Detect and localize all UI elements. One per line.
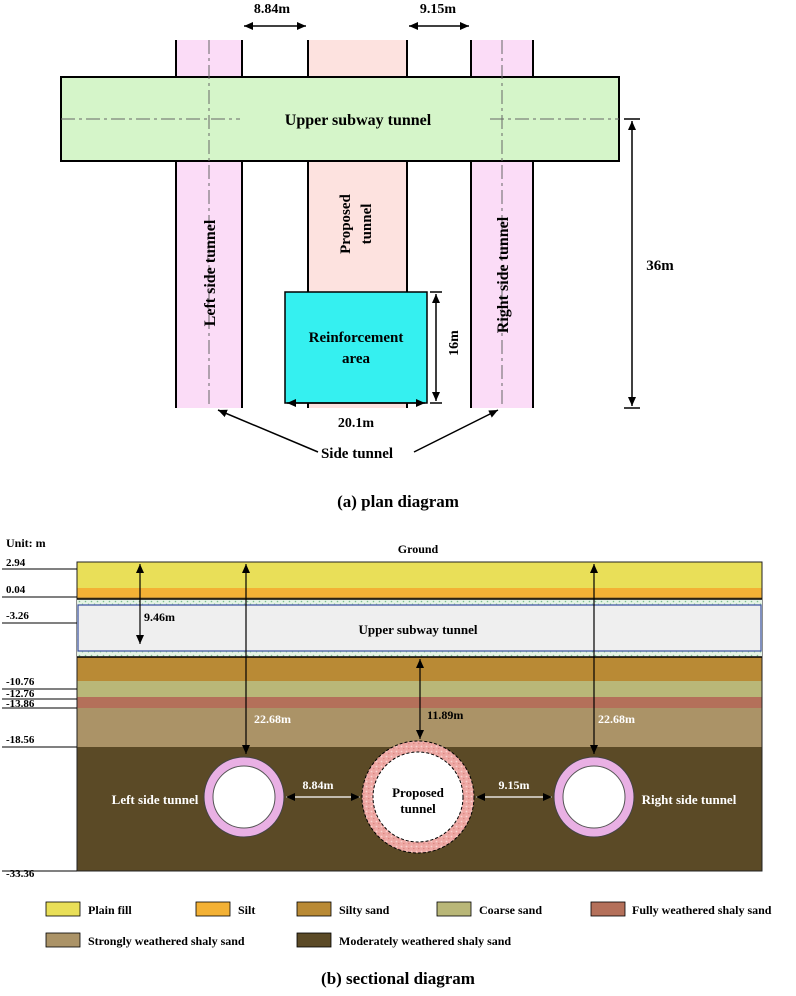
layer-plain-fill [77,562,762,588]
dim-right-gap: 9.15m [499,778,530,792]
legend-label: Strongly weathered shaly sand [88,934,245,948]
section-upper-tunnel-label: Upper subway tunnel [359,622,478,637]
legend: Plain fill Silt Silty sand Coarse sand F… [45,901,772,948]
dim-left-depth: 22.68m [254,712,291,726]
plan-diagram: 8.84m 9.15m Upper subway tunnel Left sid… [60,2,674,511]
section-dimensions [136,564,598,754]
section-proposed-label-1: Proposed [392,785,445,800]
proposed-tunnel-section [361,740,475,854]
plan-centerlines [61,40,619,408]
dim-left-gap: 8.84m [303,778,334,792]
elevation-label-4: -10.76 [6,676,35,688]
layer-silt [77,588,762,597]
plan-left-tunnel-label: Left side tunnel [202,219,219,326]
elevation-label-5: -12.76 [6,688,35,700]
section-left-tunnel-label: Left side tunnel [112,792,199,807]
legend-label: Coarse sand [479,903,542,917]
reinforcement-area [284,291,428,404]
elevation-label-1: 2.94 [6,557,26,569]
plan-upper-tunnel-label: Upper subway tunnel [285,112,432,129]
plan-dim-reinf-height: 16m [447,330,462,356]
elevation-label-7: -18.56 [6,734,35,746]
elevation-label-2: 0.04 [6,584,26,596]
section-diagram: Unit: m Ground Upper subway tunnel 2.94 [2,536,772,988]
reinforcement-label-2: area [342,351,371,367]
legend-item-silty-sand: Silty sand [296,901,390,917]
elevation-label-6: -13.86 [6,698,35,710]
left-side-tunnel-section [203,756,285,838]
reinforcement-label-1: Reinforcement [309,330,404,346]
ground-label: Ground [398,542,439,556]
upper-subway-tunnel-section [77,604,762,652]
dim-right-depth: 22.68m [598,712,635,726]
legend-item-coarse-sand: Coarse sand [436,901,542,917]
plan-proposed-label-2: tunnel [359,204,375,245]
legend-label: Silty sand [339,903,390,917]
section-caption: (b) sectional diagram [321,969,475,988]
dim-center-depth: 11.89m [427,708,463,722]
plan-proposed-label-1: Proposed [338,193,354,253]
right-side-tunnel-section [553,756,635,838]
legend-label: Fully weathered shaly sand [632,903,772,917]
unit-label: Unit: m [6,536,46,550]
section-proposed-label-2: tunnel [400,801,436,816]
section-frame [76,561,763,872]
plan-dim-right-gap: 9.15m [420,2,457,17]
dim-cover-depth: 9.46m [144,610,175,624]
legend-item-moderately-weathered: Moderately weathered shaly sand [296,932,511,948]
plan-dim-left-gap: 8.84m [254,2,291,17]
legend-label: Moderately weathered shaly sand [339,934,511,948]
section-right-tunnel-label: Right side tunnel [642,792,737,807]
elevation-label-8: -33.36 [6,868,35,880]
legend-item-silt: Silt [195,901,255,917]
legend-item-plain-fill: Plain fill [45,901,132,917]
plan-right-tunnel-label: Right side tunnel [495,216,512,333]
legend-item-fully-weathered: Fully weathered shaly sand [590,901,772,917]
plan-dimensions [217,22,640,453]
elevation-label-3: -3.26 [6,610,29,622]
plan-dim-height: 36m [646,258,674,274]
elevation-ticks [2,568,77,872]
legend-label: Plain fill [88,903,132,917]
legend-label: Silt [238,903,255,917]
legend-item-strongly-weathered: Strongly weathered shaly sand [45,932,245,948]
plan-caption: (a) plan diagram [337,492,459,511]
side-tunnel-label: Side tunnel [321,446,393,462]
plan-dim-reinf-width: 20.1m [338,416,375,431]
